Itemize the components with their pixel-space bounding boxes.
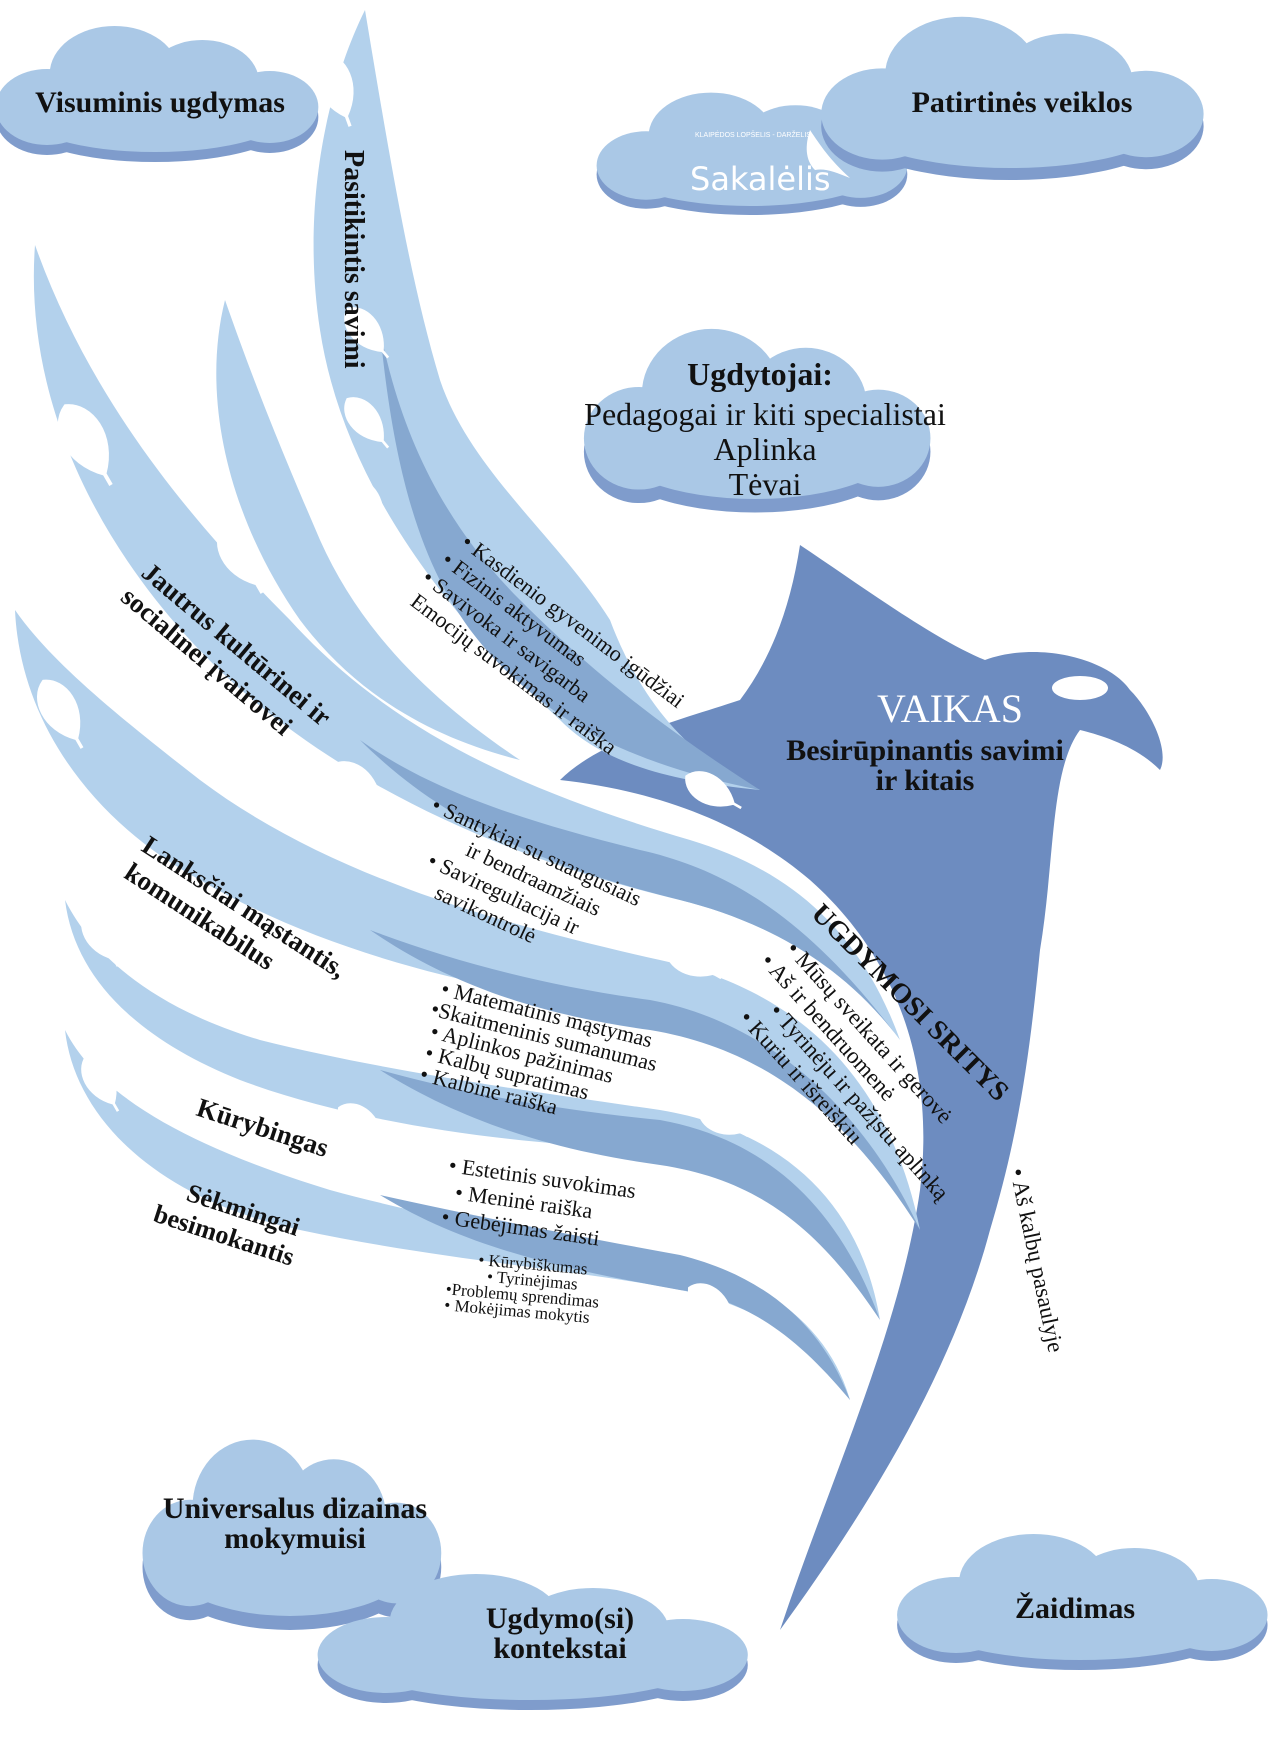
- ugdytojai-line: Aplinka: [713, 431, 816, 467]
- eagle-eye: [1052, 676, 1108, 700]
- feather-icon: [355, 1249, 411, 1295]
- wing-small-upper: [216, 300, 520, 760]
- bird-logo-icon: [806, 130, 850, 178]
- cloud-patirtines-text: Patirtinės veiklos: [912, 86, 1133, 119]
- as-kalbu-pasaulyje: • Aš kalbų pasaulyje: [1005, 1166, 1068, 1355]
- wing-sekmingai-inner: [380, 1195, 850, 1400]
- udm-line1: Universalus dizainas: [163, 1492, 427, 1525]
- wing-kurybingas-inner: [380, 1070, 880, 1320]
- zaidimas-text: Žaidimas: [1015, 1592, 1135, 1625]
- wing-lanksciai-inner: [370, 930, 920, 1230]
- wing-label-pasitikintis: Pasitikintis savimi: [338, 150, 369, 369]
- ugdytojai-line: Tėvai: [729, 466, 802, 502]
- ugdytojai-line: Pedagogai ir kiti specialistai: [584, 396, 946, 432]
- vaikas-line2: ir kitais: [876, 764, 975, 797]
- wing-lanksciai: [15, 610, 920, 1230]
- udm-line2: mokymuisi: [224, 1522, 366, 1555]
- kontekstai-line2: kontekstai: [493, 1632, 626, 1665]
- items-sekmingai: • Kūrybiškumas • Tyrinėjimas •Problemų s…: [444, 1250, 600, 1327]
- wing-jautrus: [33, 245, 901, 1040]
- logo-subtitle: KLAIPĖDOS LOPŠELIS - DARŽELIS: [695, 130, 811, 139]
- ugdytojai-title: Ugdytojai:: [687, 356, 833, 392]
- cloud-visuminis-text: Visuminis ugdymas: [35, 86, 285, 119]
- sakalelis-logo: KLAIPĖDOS LOPŠELIS - DARŽELIS Sakalėlis: [690, 130, 850, 198]
- vaikas-title: VAIKAS: [877, 686, 1023, 731]
- kontekstai-line1: Ugdymo(si): [486, 1602, 634, 1635]
- wing-jautrus-inner: [360, 740, 900, 1040]
- eagle-body: [560, 545, 1163, 1630]
- logo-name: Sakalėlis: [690, 160, 831, 198]
- wing-pasitikintis-inner: [380, 330, 760, 790]
- vaikas-line1: Besirūpinantis savimi: [786, 734, 1064, 767]
